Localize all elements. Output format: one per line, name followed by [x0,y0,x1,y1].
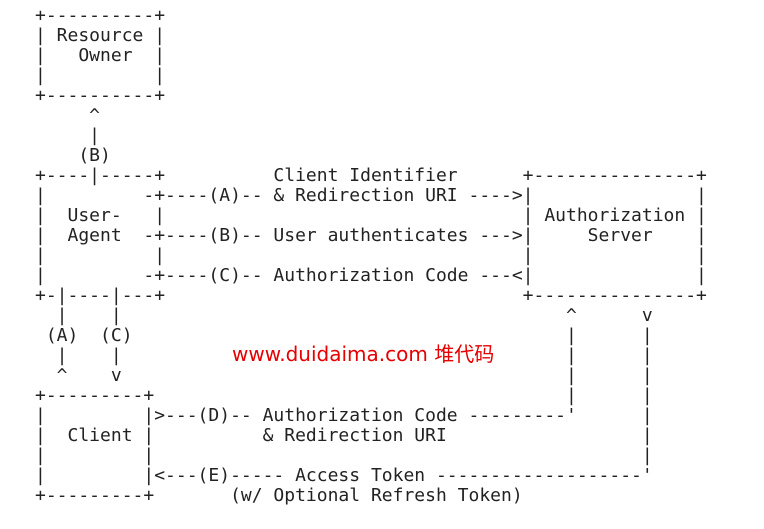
watermark-text: www.duidaima.com 堆代码 [232,342,495,366]
diagram-line: | | | | [35,345,653,366]
diagram-line: | |>---(D)-- Authorization Code --------… [35,405,653,426]
diagram-line: +-|----|---+ +---------------+ [35,285,707,306]
diagram-line: +---------+ | | [35,385,653,406]
diagram-line: | Agent -+----(B)-- User authenticates -… [35,225,707,246]
diagram-line: | -+----(C)-- Authorization Code ---<| | [35,265,707,286]
diagram-line: +---------+ (w/ Optional Refresh Token) [35,485,523,506]
diagram-line: ^ [35,105,101,126]
diagram-line: +----------+ [35,5,166,26]
diagram-line: (B) [35,145,111,166]
diagram-line: | -+----(A)-- & Redirection URI ---->| | [35,185,707,206]
diagram-line: (A) (C) | | [35,325,653,346]
diagram-line: | |<---(E)----- Access Token -----------… [35,465,653,486]
diagram-line: | Resource | [35,25,166,46]
diagram-line: | | | [35,445,653,466]
diagram-line: | | ^ v [35,305,653,326]
oauth-flow-ascii-diagram: +----------+| Resource || Owner || |+---… [35,6,707,506]
diagram-line: | | [35,65,166,86]
diagram-line: +----|-----+ Client Identifier +--------… [35,165,707,186]
diagram-line: +----------+ [35,85,166,106]
diagram-line: | [35,125,101,146]
diagram-line: | Owner | [35,45,166,66]
diagram-line: | | | | [35,245,707,266]
diagram-line: ^ v | | [35,365,653,386]
diagram-line: | User- | | Authorization | [35,205,707,226]
diagram-line: | Client | & Redirection URI | [35,425,653,446]
